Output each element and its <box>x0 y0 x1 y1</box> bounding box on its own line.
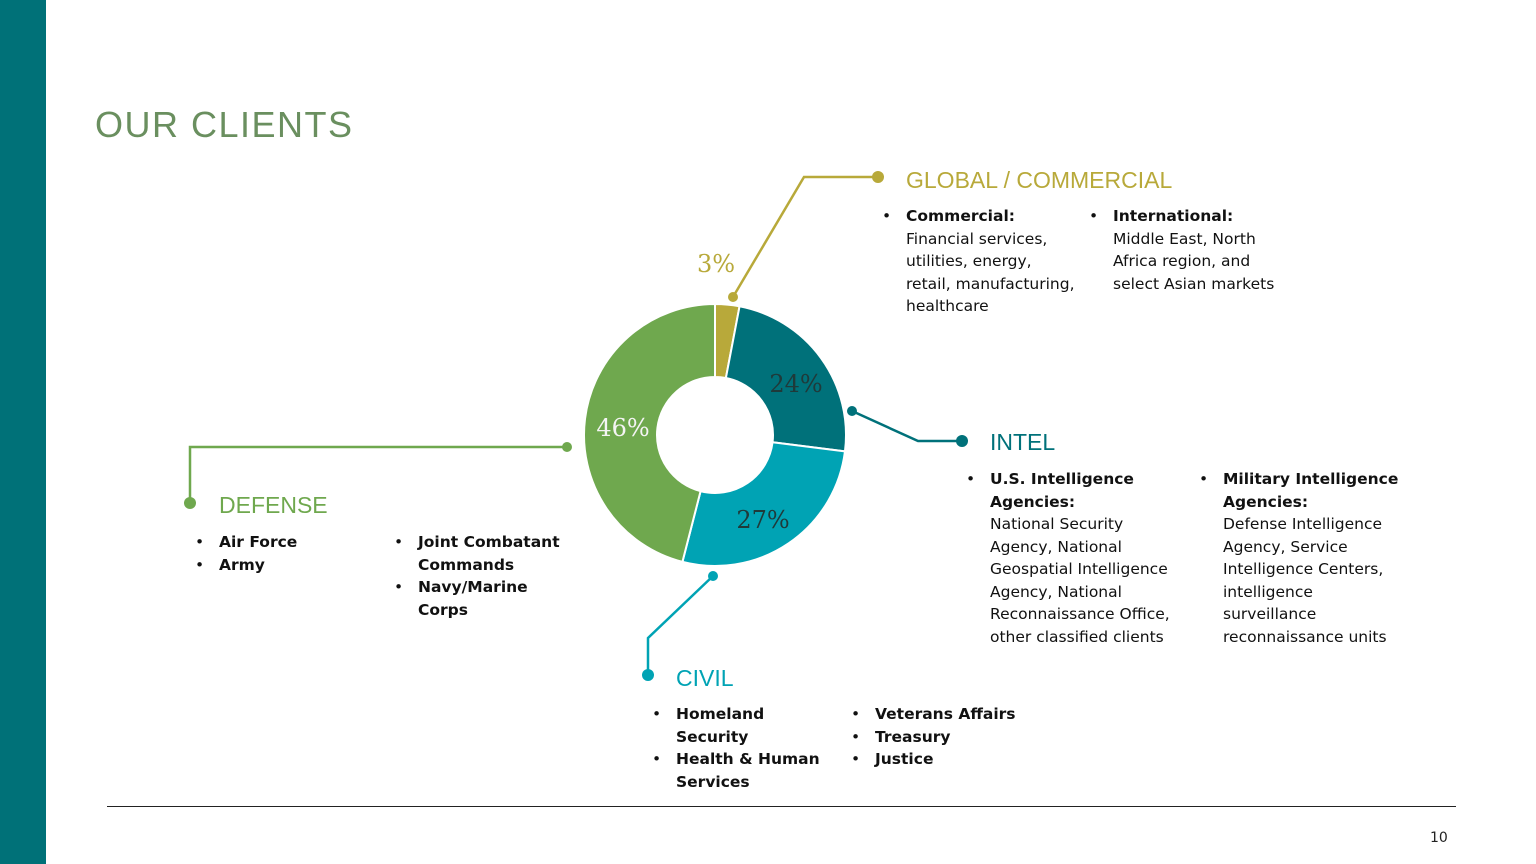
global-col1: Commercial:Financial services, utilities… <box>878 205 1078 318</box>
list-item: Air Force <box>191 531 361 554</box>
list-item: Army <box>191 554 361 577</box>
slice-label-intel: 24% <box>769 370 822 398</box>
list-item: International:Middle East, North Africa … <box>1085 205 1285 295</box>
connector-global <box>728 171 884 302</box>
page-title: OUR CLIENTS <box>95 104 354 145</box>
list-item: Veterans Affairs <box>847 703 1032 726</box>
intel-col2: Military Intelligence Agencies:Defense I… <box>1195 468 1410 648</box>
defense-col1: Air Force Army <box>191 531 361 576</box>
intel-col1: U.S. Intelligence Agencies:National Secu… <box>962 468 1172 648</box>
page-number: 10 <box>1430 830 1448 846</box>
sidebar-accent <box>0 0 46 864</box>
defense-col2: Joint Combatant Commands Navy/Marine Cor… <box>390 531 580 621</box>
list-item: Justice <box>847 748 1032 771</box>
list-item: Commercial:Financial services, utilities… <box>878 205 1078 318</box>
heading-global: GLOBAL / COMMERCIAL <box>906 167 1173 193</box>
list-item: Military Intelligence Agencies:Defense I… <box>1195 468 1410 648</box>
slice-label-defense: 46% <box>596 414 649 442</box>
connector-defense <box>184 442 572 509</box>
donut-slice-defense <box>583 302 716 564</box>
connector-intel <box>847 406 968 447</box>
donut-slices <box>583 302 847 567</box>
heading-civil: CIVIL <box>676 665 734 691</box>
list-item: Homeland Security <box>648 703 833 748</box>
global-col2: International:Middle East, North Africa … <box>1085 205 1285 295</box>
connector-civil <box>642 571 718 681</box>
bottom-divider <box>107 806 1456 807</box>
civil-col1: Homeland Security Health & Human Service… <box>648 703 833 793</box>
slice-label-civil: 27% <box>736 506 789 534</box>
list-item: Joint Combatant Commands <box>390 531 580 576</box>
list-item: Health & Human Services <box>648 748 833 793</box>
list-item: U.S. Intelligence Agencies:National Secu… <box>962 468 1172 648</box>
donut-slice-intel <box>724 305 847 453</box>
list-item: Treasury <box>847 726 1032 749</box>
list-item: Navy/Marine Corps <box>390 576 580 621</box>
heading-intel: INTEL <box>990 429 1056 455</box>
slice-label-global: 3% <box>697 250 735 278</box>
donut-slice-civil <box>681 441 847 567</box>
civil-col2: Veterans Affairs Treasury Justice <box>847 703 1032 771</box>
heading-defense: DEFENSE <box>219 492 328 518</box>
